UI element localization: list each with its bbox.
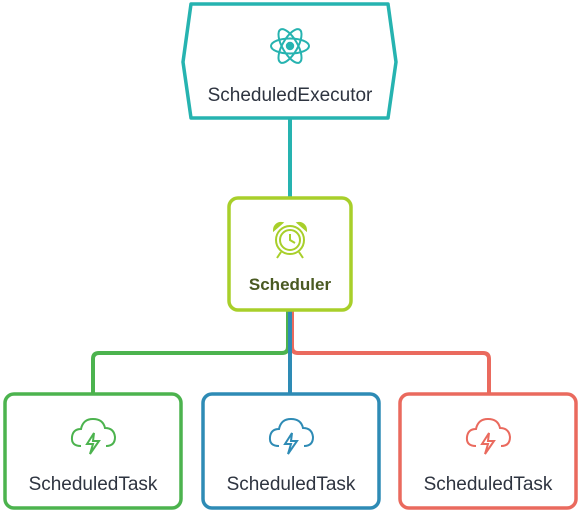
- edge-scheduler-task-right: [290, 310, 491, 394]
- node-task-left[interactable]: ScheduledTask: [3, 392, 183, 510]
- executor-frame: [181, 2, 398, 120]
- edge-scheduler-task-left: [91, 310, 290, 394]
- cloud-lightning-icon: [465, 417, 512, 455]
- cloud-lightning-icon: [70, 417, 117, 455]
- connectors: [91, 118, 491, 394]
- task-middle-label: ScheduledTask: [227, 474, 356, 495]
- node-task-middle[interactable]: ScheduledTask: [201, 392, 381, 510]
- task-left-label: ScheduledTask: [29, 474, 158, 495]
- alarm-clock-icon: [272, 221, 308, 259]
- scheduler-label: Scheduler: [249, 275, 332, 294]
- task-right-label: ScheduledTask: [424, 474, 553, 495]
- node-scheduler[interactable]: Scheduler: [227, 196, 353, 312]
- node-task-right[interactable]: ScheduledTask: [398, 392, 578, 510]
- node-executor[interactable]: ScheduledExecutor: [181, 2, 398, 120]
- executor-label: ScheduledExecutor: [208, 85, 373, 106]
- cloud-lightning-icon: [268, 417, 315, 455]
